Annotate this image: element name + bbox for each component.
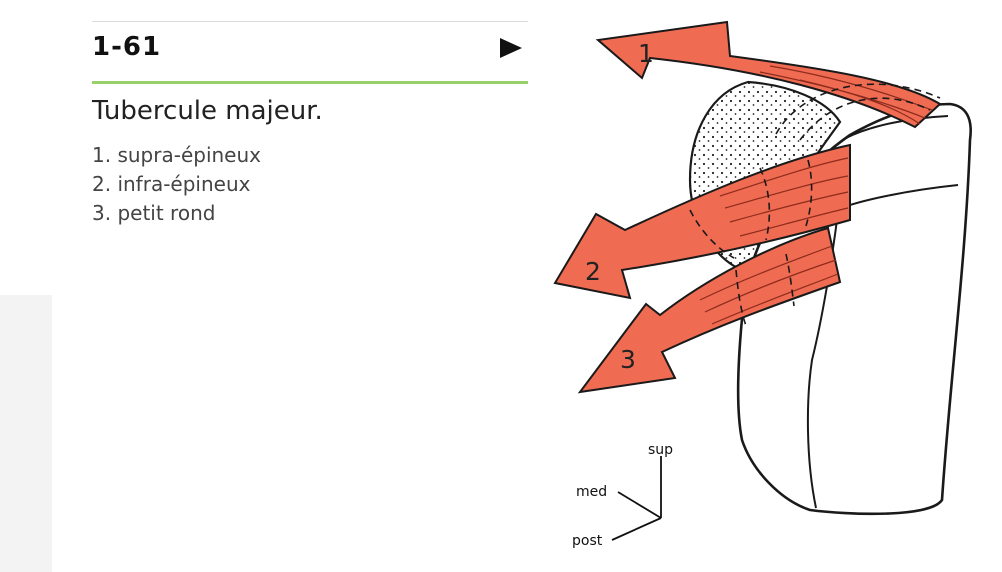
infraspinatus-fibers	[719, 157, 849, 237]
legend-item-text: petit rond	[117, 201, 216, 225]
legend-item-3: 3. petit rond	[92, 199, 261, 228]
muscle-supraspinatus	[595, 20, 942, 129]
orientation-indicator: sup med post	[572, 442, 673, 549]
header-rule	[92, 81, 528, 84]
orientation-sup: sup	[648, 442, 673, 458]
muscle-infraspinatus	[553, 143, 851, 300]
muscle-label-2: 2	[585, 257, 601, 286]
legend-item-1: 1. supra-épineux	[92, 141, 261, 170]
teres-minor-dashes	[735, 253, 795, 327]
top-rule	[92, 21, 528, 22]
muscle-label-3: 3	[620, 345, 636, 374]
orientation-post: post	[572, 533, 603, 549]
orientation-med: med	[576, 484, 607, 500]
caption-title: Tubercule majeur.	[92, 96, 323, 126]
teres-minor-fibers	[699, 245, 839, 325]
side-band	[0, 295, 52, 572]
legend-list: 1. supra-épineux 2. infra-épineux 3. pet…	[92, 141, 261, 228]
legend-item-text: infra-épineux	[117, 172, 251, 196]
infraspinatus-dashes	[689, 159, 813, 259]
supraspinatus-dashes	[775, 83, 941, 141]
legend-item-number: 2.	[92, 172, 112, 196]
legend-item-text: supra-épineux	[117, 143, 261, 167]
muscle-label-1: 1	[638, 39, 654, 68]
legend-item-number: 1.	[92, 143, 112, 167]
legend-item-number: 3.	[92, 201, 112, 225]
legend-item-2: 2. infra-épineux	[92, 170, 261, 199]
figure-number: 1-61	[92, 32, 162, 62]
play-arrow-icon[interactable]	[500, 38, 522, 58]
